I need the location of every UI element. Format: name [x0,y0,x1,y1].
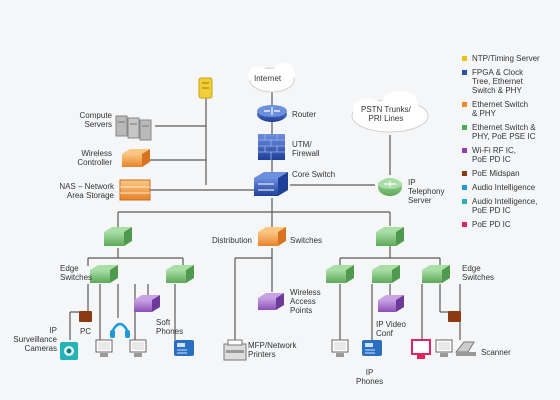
legend-label: Audio Intelligence [472,183,536,192]
edge-switches-right-label: Edge Switches [462,264,495,282]
legend-label: PoE Midspan [472,169,520,178]
legend-item: Ethernet Switch & PHY, PoE PSE IC [462,123,558,141]
wireless-access-points-label: Wireless Access Points [290,288,321,315]
pstn-cloud [351,91,429,133]
legend-item: Audio Intelligence, PoE PD IC [462,197,558,215]
distribution-switch-right-icon [376,227,404,246]
wireless-access-point-icon [134,295,160,312]
nas-label: NAS – Network Area Storage [59,182,114,200]
legend-label: NTP/Timing Server [472,54,540,63]
compute-servers-label: Compute Servers [79,111,112,129]
wireless-access-point-icon [258,293,284,310]
soft-phones-label: Soft Phones [156,318,184,336]
edge-switch-icon [166,265,194,283]
wireless-controller-icon [122,149,150,167]
legend-label: Wi-Fi RF IC, PoE PD IC [472,146,516,164]
legend-item: PoE Midspan [462,169,558,178]
poe-midspan-icon [79,311,92,322]
scanner-icon [454,341,476,356]
legend-label: FPGA & Clock Tree, Ethernet Switch & PHY [472,68,524,95]
wireless-access-point-icon [378,295,404,312]
internet-cloud [248,63,295,93]
distribution-label: Distribution [211,236,252,245]
legend-swatch [462,171,467,176]
legend-item: PoE PD IC [462,220,558,229]
core-switch-label: Core Switch [292,170,336,179]
legend-swatch [462,125,467,130]
poe-midspan-icon [448,311,461,322]
edge-switch-icon [372,265,400,283]
headset-icon [110,322,130,338]
ip-camera-icon [60,342,78,360]
ip-telephony-label: IP Telephony Server [408,178,445,205]
mfp-printers-label: MFP/Network Printers [248,341,297,359]
video-conf-monitor-icon [411,339,431,359]
legend-swatch [462,199,467,204]
pc-monitor-icon [331,339,349,357]
edge-switch-icon [90,265,118,283]
legend-item: NTP/Timing Server [462,54,558,63]
legend-label: PoE PD IC [472,220,511,229]
pc-monitor-icon [435,339,453,357]
ip-telephony-server-icon [378,178,402,196]
legend-swatch [462,102,467,107]
mfp-printer-icon [223,339,247,361]
legend-swatch [462,185,467,190]
legend-label: Ethernet Switch & PHY [472,100,529,118]
legend-item: Ethernet Switch & PHY [462,100,558,118]
edge-switch-icon [422,265,450,283]
switches-label: Switches [290,236,323,245]
legend-item: FPGA & Clock Tree, Ethernet Switch & PHY [462,68,558,95]
ip-cameras-label: IP Surveillance Cameras [13,326,57,353]
distribution-switch-center-icon [258,227,286,246]
ip-phone-icon [174,340,194,356]
nas-storage-icon [119,179,151,201]
pc-label: PC [80,327,92,336]
legend-swatch [462,222,467,227]
scanner-label: Scanner [481,348,511,357]
legend-swatch [462,148,467,153]
legend-label: Audio Intelligence, PoE PD IC [472,197,538,215]
legend-swatch [462,70,467,75]
edge-switches-left-label: Edge Switches [60,264,93,282]
ntp-server-icon [198,77,213,99]
edge-switch-icon [326,265,354,283]
legend-item: Audio Intelligence [462,183,558,192]
legend: NTP/Timing Server FPGA & Clock Tree, Eth… [462,54,558,234]
core-switch-icon [254,172,288,196]
legend-label: Ethernet Switch & PHY, PoE PSE IC [472,123,536,141]
firewall-label: UTM/ Firewall [292,140,320,158]
pstn-label: PSTN Trunks/ PRI Lines [361,105,411,123]
pc-monitor-icon [95,339,113,357]
pc-monitor-icon [129,339,147,357]
wireless-controller-label: Wireless Controller [77,149,112,167]
firewall-icon [258,134,285,160]
router-icon [257,105,287,122]
ip-phone-icon [362,340,382,356]
legend-item: Wi-Fi RF IC, PoE PD IC [462,146,558,164]
legend-swatch [462,56,467,61]
router-label: Router [292,110,317,119]
ip-video-conf-label: IP Video Conf [376,320,406,338]
ip-phones-label: IP Phones [356,368,384,386]
distribution-switch-left-icon [104,227,132,246]
compute-servers-icon [115,115,152,141]
internet-label: Internet [254,74,282,83]
